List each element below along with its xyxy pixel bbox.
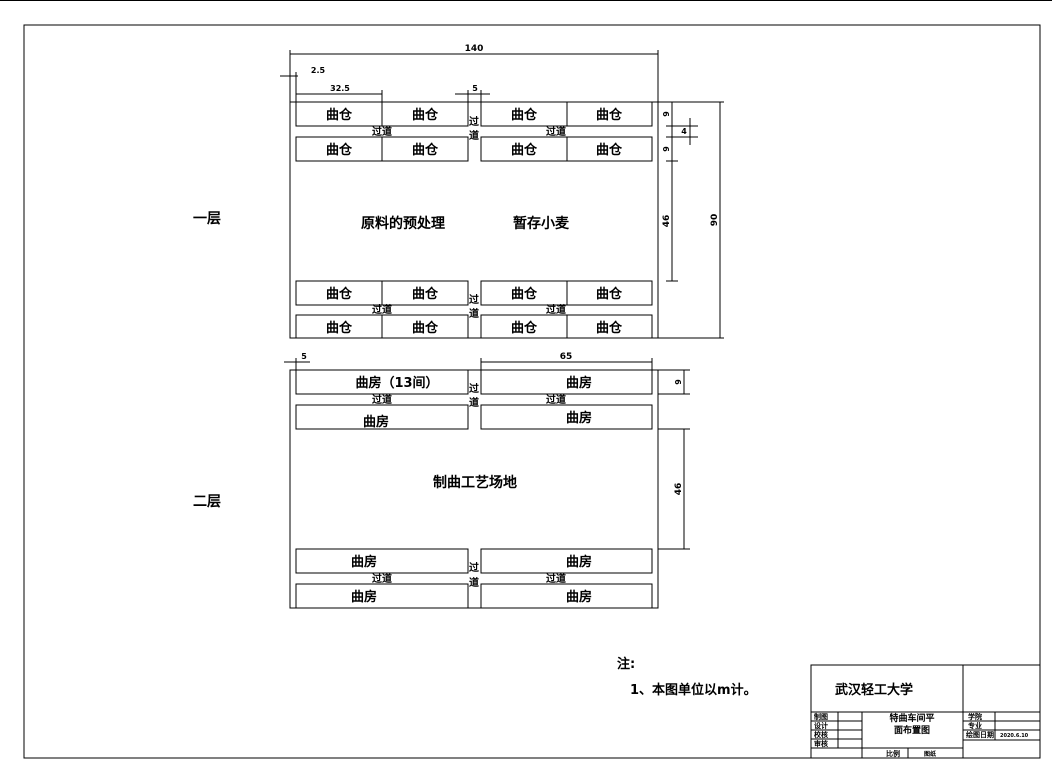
room-label: 曲房 bbox=[566, 589, 592, 605]
dimension-label: 46 bbox=[674, 483, 684, 496]
dimension-label: 46 bbox=[662, 215, 672, 228]
dimension-label: 65 bbox=[560, 352, 573, 362]
room-label: 曲房 bbox=[566, 410, 592, 426]
title-block-row-label: 审核 bbox=[814, 739, 828, 748]
aisle-label: 过道 bbox=[372, 303, 392, 316]
floor2-outline bbox=[289, 369, 659, 609]
silo-label: 曲仓 bbox=[511, 286, 538, 302]
aisle-vertical-label: 道 bbox=[469, 576, 479, 589]
aisle-vertical-label: 道 bbox=[469, 396, 479, 409]
aisle-vertical-label: 过 bbox=[469, 382, 479, 395]
zone-label-left: 原料的预处理 bbox=[361, 215, 445, 232]
silo-label: 曲仓 bbox=[412, 320, 439, 336]
floor1-label: 一层 bbox=[193, 211, 221, 227]
dimension-label: 5 bbox=[472, 84, 478, 93]
silo-label: 曲仓 bbox=[596, 107, 623, 123]
silo-label: 曲仓 bbox=[412, 107, 439, 123]
dimension-label: 9 bbox=[662, 111, 671, 117]
silo-label: 曲仓 bbox=[412, 286, 439, 302]
aisle-vertical-label: 道 bbox=[469, 129, 479, 142]
aisle-vertical-label: 过 bbox=[469, 561, 479, 574]
room-label: 曲房 bbox=[351, 589, 377, 605]
room-label: 曲房 bbox=[363, 414, 389, 430]
floor2-dimensions bbox=[284, 358, 690, 550]
dimension-label: 2.5 bbox=[311, 66, 326, 75]
dimension-label: 90 bbox=[710, 214, 720, 227]
silo-label: 曲仓 bbox=[412, 142, 439, 158]
date-label: 绘图日期 bbox=[966, 730, 994, 739]
dimension-label: 4 bbox=[681, 127, 687, 136]
date-value: 2020.6.10 bbox=[1000, 733, 1029, 739]
major-label: 专业 bbox=[968, 721, 982, 730]
title-block-row-label: 校核 bbox=[814, 730, 828, 739]
floor2-label: 二层 bbox=[193, 494, 221, 510]
aisle-label: 过道 bbox=[546, 303, 566, 316]
school-name: 武汉轻工大学 bbox=[835, 682, 913, 698]
silo-label: 曲仓 bbox=[326, 320, 353, 336]
zone-label-right: 暂存小麦 bbox=[513, 215, 570, 232]
drawing-title-line1: 特曲车间平 bbox=[889, 712, 934, 724]
title-block bbox=[810, 664, 1041, 759]
floor1-vertical-dimensions bbox=[658, 101, 724, 339]
title-block-row-label: 设计 bbox=[814, 721, 828, 730]
dimension-label: 9 bbox=[674, 379, 683, 385]
aisle-vertical-label: 过 bbox=[469, 115, 479, 128]
aisle-label: 过道 bbox=[372, 125, 392, 138]
sheet-border bbox=[23, 24, 1041, 759]
top-border-line bbox=[0, 0, 1052, 1]
floor2-zone-label: 制曲工艺场地 bbox=[433, 474, 517, 491]
silo-label: 曲仓 bbox=[511, 142, 538, 158]
aisle-vertical-label: 道 bbox=[469, 307, 479, 320]
dimension-label: 5 bbox=[301, 352, 307, 361]
room-label: 曲房（13间） bbox=[355, 375, 438, 391]
room-label: 曲房 bbox=[566, 554, 592, 570]
silo-label: 曲仓 bbox=[596, 142, 623, 158]
silo-label: 曲仓 bbox=[596, 320, 623, 336]
aisle-label: 过道 bbox=[546, 572, 566, 585]
silo-label: 曲仓 bbox=[326, 107, 353, 123]
aisle-label: 过道 bbox=[546, 125, 566, 138]
aisle-label: 过道 bbox=[372, 393, 392, 406]
floor2-rooms bbox=[295, 369, 653, 609]
scale-label: 比例 bbox=[886, 749, 900, 758]
silo-label: 曲仓 bbox=[326, 286, 353, 302]
silo-label: 曲仓 bbox=[596, 286, 623, 302]
floor1-top-silos bbox=[295, 101, 653, 162]
silo-label: 曲仓 bbox=[511, 107, 538, 123]
scale-value: 图纸 bbox=[924, 750, 936, 758]
aisle-label: 过道 bbox=[546, 393, 566, 406]
title-block-row-label: 制图 bbox=[814, 712, 828, 721]
silo-label: 曲仓 bbox=[511, 320, 538, 336]
aisle-label: 过道 bbox=[372, 572, 392, 585]
floor1-outline bbox=[289, 101, 659, 339]
college-label: 学院 bbox=[968, 712, 982, 721]
silo-label: 曲仓 bbox=[326, 142, 353, 158]
floor1-bottom-silos bbox=[295, 280, 653, 339]
room-label: 曲房 bbox=[351, 554, 377, 570]
floor1-horizontal-dimensions bbox=[280, 50, 659, 102]
drawing-title-line2: 面布置图 bbox=[894, 724, 930, 736]
room-label: 曲房 bbox=[566, 375, 592, 391]
dimension-label: 140 bbox=[465, 44, 484, 54]
aisle-vertical-label: 过 bbox=[469, 293, 479, 306]
dimension-label: 32.5 bbox=[330, 84, 350, 93]
dimension-label: 9 bbox=[662, 146, 671, 152]
notes-title: 注: bbox=[617, 656, 635, 672]
notes-item: 1、本图单位以m计。 bbox=[630, 682, 757, 698]
